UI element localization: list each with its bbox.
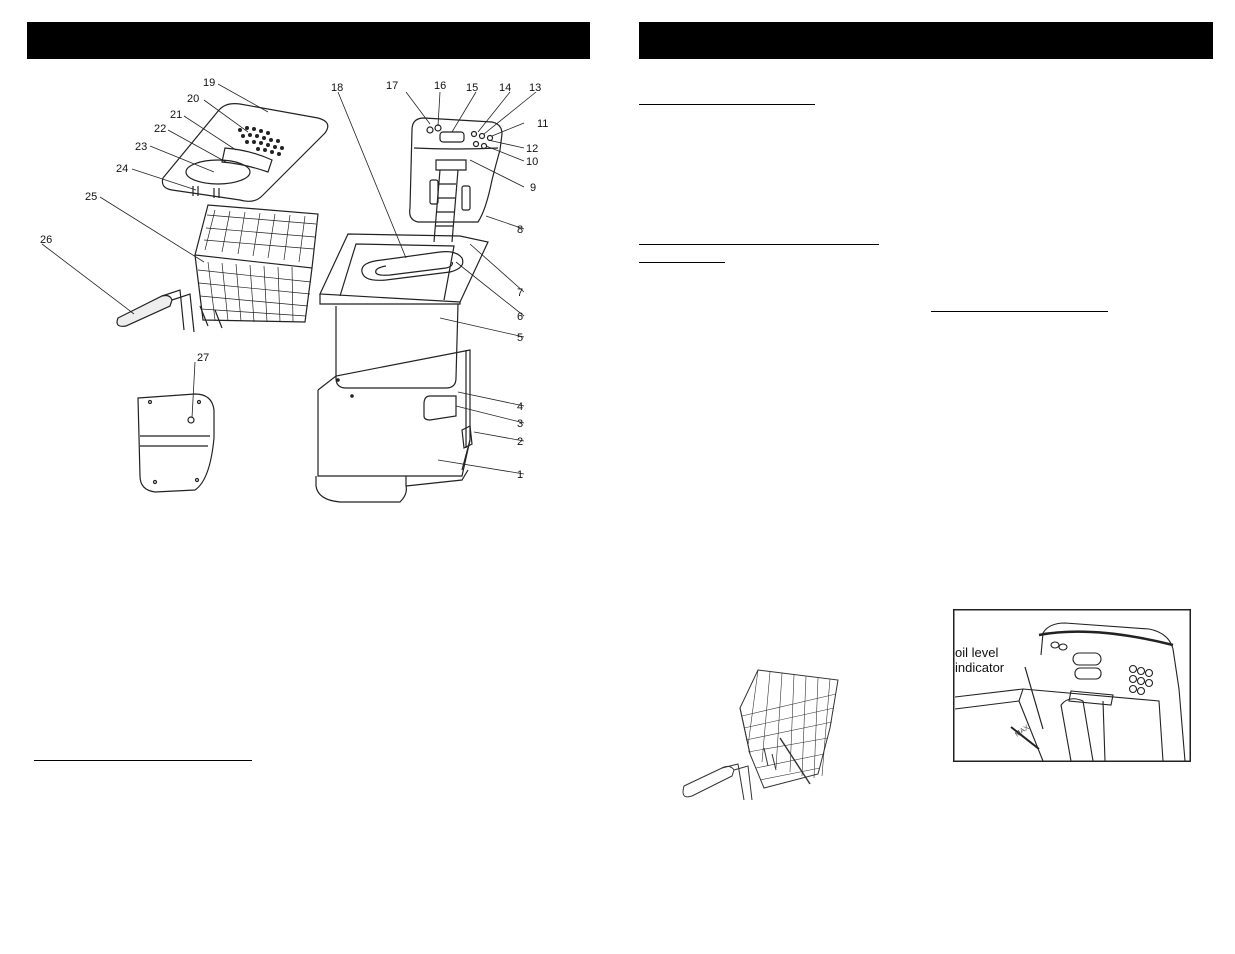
part-number-17: 17 bbox=[386, 80, 398, 92]
figure-frame bbox=[953, 609, 1191, 762]
heading-underline bbox=[639, 262, 725, 263]
heading-underline bbox=[639, 244, 879, 245]
part-number-20: 20 bbox=[187, 93, 199, 105]
part-number-13: 13 bbox=[529, 82, 541, 94]
part-number-11: 11 bbox=[537, 118, 548, 130]
part-number-12: 12 bbox=[526, 143, 538, 155]
part-number-23: 23 bbox=[135, 141, 147, 153]
fryer-exploded-diagram: 1 2 3 4 5 6 7 8 9 10 11 12 13 14 15 16 1… bbox=[40, 77, 548, 503]
part-number-3: 3 bbox=[517, 418, 523, 430]
part-number-6: 6 bbox=[517, 311, 523, 323]
part-number-15: 15 bbox=[466, 82, 478, 94]
part-number-26: 26 bbox=[40, 234, 52, 246]
part-number-25: 25 bbox=[85, 191, 97, 203]
oil-level-callout-line2: indicator bbox=[955, 660, 1005, 675]
oil-level-callout-line1: oil level bbox=[955, 645, 998, 660]
part-number-5: 5 bbox=[517, 332, 523, 344]
left-page-header-bar bbox=[27, 22, 590, 59]
part-number-9: 9 bbox=[530, 182, 536, 194]
part-number-1: 1 bbox=[517, 469, 523, 481]
basket-illustration bbox=[682, 669, 839, 801]
part-number-8: 8 bbox=[517, 224, 523, 236]
part-number-10: 10 bbox=[526, 156, 538, 168]
part-number-7: 7 bbox=[517, 287, 523, 299]
part-number-4: 4 bbox=[517, 401, 523, 413]
part-number-27: 27 bbox=[197, 352, 209, 364]
oil-level-figure: oil level indicator MAX bbox=[953, 609, 1191, 762]
part-number-2: 2 bbox=[517, 436, 523, 448]
part-number-14: 14 bbox=[499, 82, 511, 94]
part-number-16: 16 bbox=[434, 80, 446, 92]
part-number-19: 19 bbox=[203, 77, 215, 89]
part-number-18: 18 bbox=[331, 82, 343, 94]
part-number-22: 22 bbox=[154, 123, 166, 135]
right-page-header-bar bbox=[639, 22, 1213, 59]
heading-underline bbox=[639, 104, 815, 105]
heading-underline bbox=[931, 311, 1108, 312]
part-number-24: 24 bbox=[116, 163, 128, 175]
heading-underline bbox=[34, 760, 252, 761]
part-number-21: 21 bbox=[170, 109, 182, 121]
